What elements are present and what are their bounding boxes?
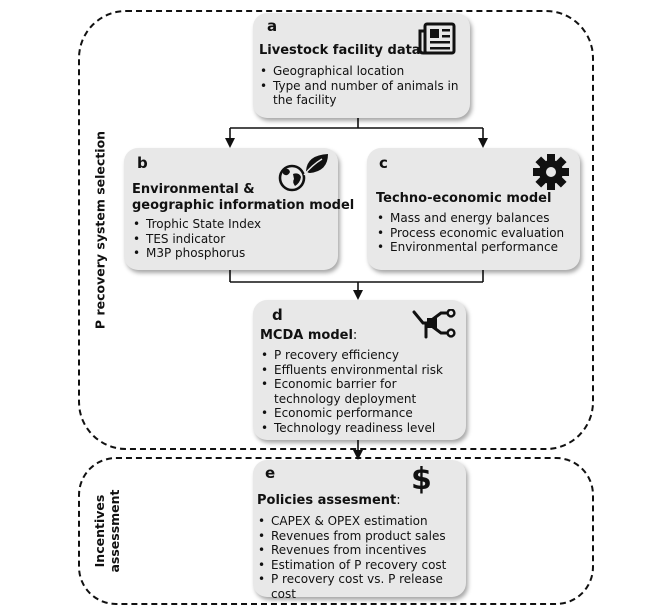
box-d-title-text: MCDA model [260, 328, 353, 343]
list-item: Effluents environmental risk [260, 363, 464, 378]
dollar-sign-icon: $ [411, 462, 432, 497]
box-c-letter: c [379, 154, 388, 172]
decision-fork-icon [412, 309, 456, 339]
box-b-title-line2: geographic information model [132, 198, 355, 213]
list-item: Estimation of P recovery cost [257, 558, 465, 573]
list-item: Economic performance [260, 406, 464, 421]
list-item: Trophic State Index [132, 217, 332, 232]
group-p-recovery [78, 10, 594, 450]
list-item: M3P phosphorus [132, 246, 332, 261]
box-a-title: Livestock facility data [259, 43, 421, 58]
box-e-title: Policies assesment: [257, 493, 401, 509]
box-b-title: Environmental & geographic information m… [132, 182, 354, 214]
list-item: Economic barrier for technology deployme… [260, 377, 464, 406]
list-item: Process economic evaluation [376, 226, 576, 241]
box-b: b Environmental & geographic information… [124, 148, 354, 270]
box-e-title-text: Policies assesment [257, 493, 397, 508]
box-b-title-line1: Environmental & [132, 182, 255, 197]
globe-leaf-icon [278, 154, 328, 192]
list-item: CAPEX & OPEX estimation [257, 514, 465, 529]
box-a-letter: a [267, 17, 278, 35]
list-item: Revenues from product sales [257, 529, 465, 544]
list-item: Geographical location [259, 64, 464, 79]
list-item: Revenues from incentives [257, 543, 465, 558]
newspaper-icon [418, 22, 456, 55]
list-item: Type and number of animals in the facili… [259, 79, 464, 108]
box-d-title-colon: : [352, 328, 358, 343]
group-label-p-recovery: P recovery system selection [92, 130, 108, 330]
list-item: Technology readiness level [260, 421, 464, 436]
list-item: Environmental performance [376, 240, 576, 255]
box-d-title: MCDA model: [260, 328, 357, 344]
list-item: P recovery cost vs. P release cost [257, 572, 465, 601]
group-incentives [78, 457, 594, 605]
box-e: e Policies assesment: $ CAPEX & OPEX est… [253, 460, 466, 601]
group-label-incentives-line1: Incentives [92, 494, 107, 568]
list-item: TES indicator [132, 232, 332, 247]
box-b-letter: b [137, 154, 148, 172]
box-d-list: P recovery efficiency Effluents environm… [260, 348, 464, 436]
box-e-list: CAPEX & OPEX estimation Revenues from pr… [257, 514, 465, 602]
box-c: c Techno-economic model Mass and energy … [367, 148, 580, 270]
box-b-list: Trophic State Index TES indicator M3P ph… [132, 217, 332, 261]
list-item: Mass and energy balances [376, 211, 576, 226]
group-label-incentives: Incentives assessment [92, 489, 122, 572]
gear-icon [533, 154, 569, 190]
list-item: P recovery efficiency [260, 348, 464, 363]
group-label-incentives-line2: assessment [107, 489, 122, 573]
box-c-title: Techno-economic model [376, 191, 552, 206]
box-d: d MCDA model: P recovery efficiency Effl… [253, 300, 466, 440]
box-e-title-colon: : [396, 493, 401, 508]
box-a-list: Geographical location Type and number of… [259, 64, 464, 108]
box-c-list: Mass and energy balances Process economi… [376, 211, 576, 255]
box-e-letter: e [265, 464, 276, 482]
box-a: a Livestock facility data Geographical l… [253, 13, 470, 118]
box-d-letter: d [272, 306, 283, 324]
